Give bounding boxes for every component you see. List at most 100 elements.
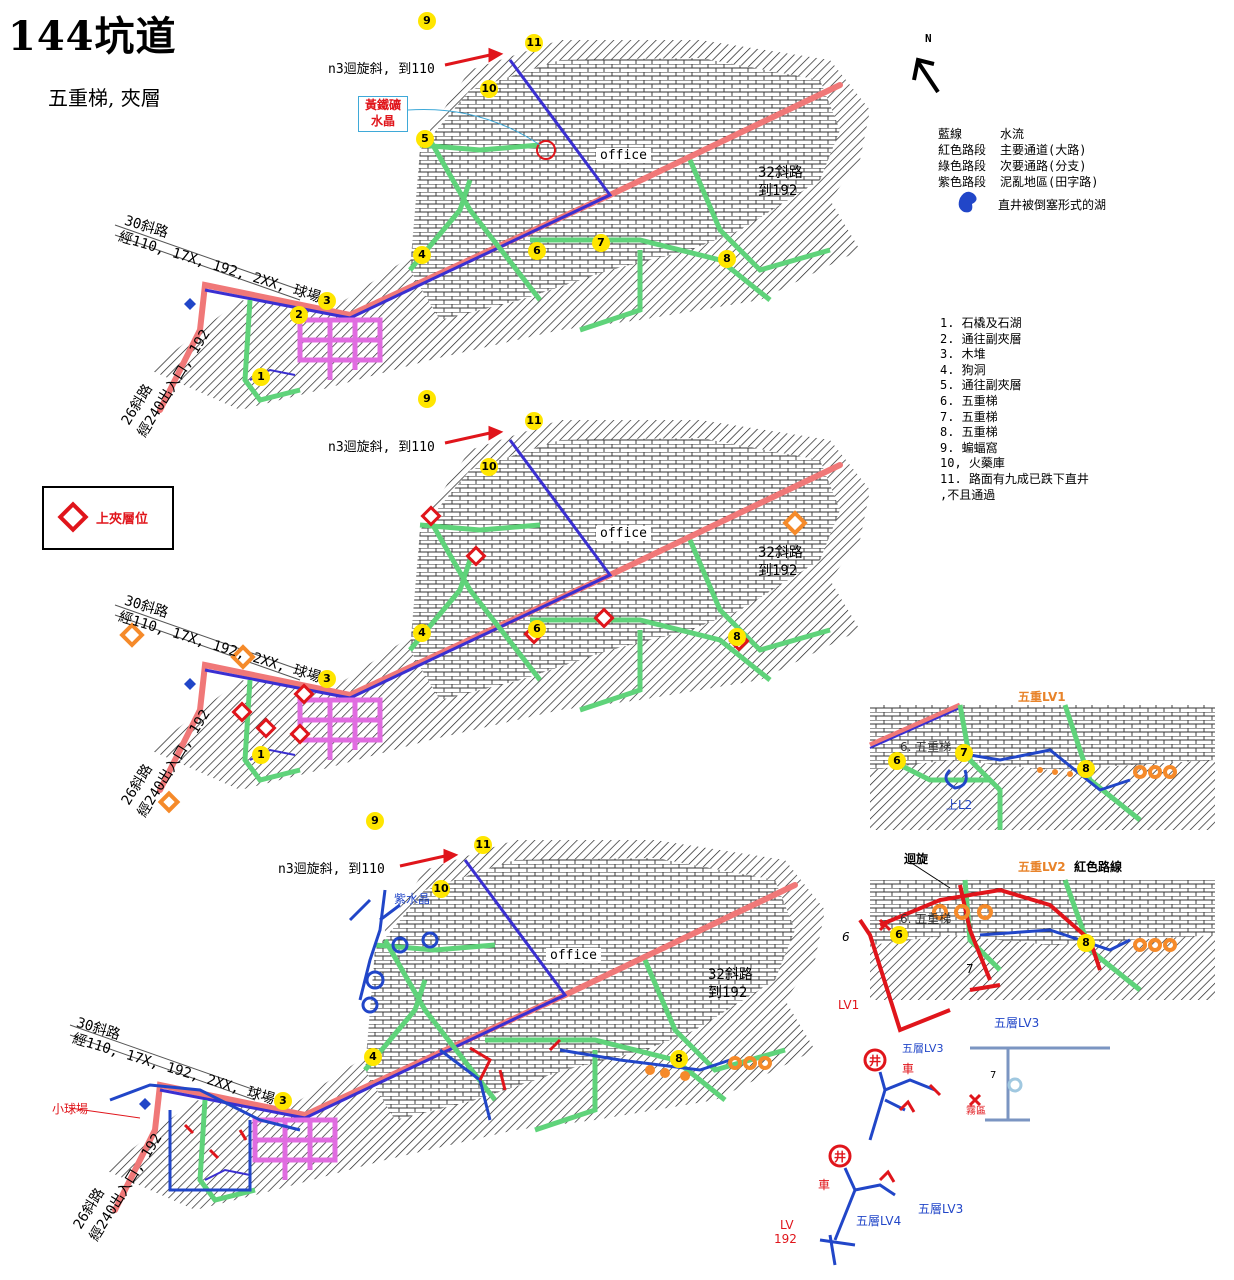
- point-4: 4: [413, 246, 431, 264]
- mezzanine-legend-label: 上夾層位: [96, 512, 149, 527]
- office-label: office: [596, 148, 651, 163]
- block3-orange-dots: [645, 1056, 772, 1081]
- n3-label: n3迴旋斜, 到110: [328, 62, 435, 77]
- spin-label: 迴旋: [904, 852, 929, 866]
- point-8-b3: 8: [670, 1050, 688, 1068]
- six-five-label-2: 6. 五重梯: [900, 912, 952, 926]
- point-9-b3: 9: [366, 812, 384, 830]
- well-a: 井: [869, 1054, 882, 1068]
- point-2: 2: [290, 306, 308, 324]
- lv2-title: 五重LV2: [1018, 860, 1066, 874]
- lv192-label-2: 192: [774, 1232, 797, 1246]
- route32-dest-2: 到192: [758, 563, 798, 579]
- note-5: 5. 通往副夾層: [940, 378, 1022, 393]
- note-10: 10, 火藥庫: [940, 456, 1005, 471]
- map-subtitle: 五重梯, 夾層: [48, 86, 161, 110]
- inset-lv2: [858, 879, 1215, 1033]
- point-6-b2: 6: [528, 620, 546, 638]
- mark-6: 6: [842, 930, 850, 944]
- key-main: 紅色路段主要通道(大路): [938, 143, 1087, 157]
- note-3: 3. 木堆: [940, 347, 986, 362]
- note-9: 9. 蝙蝠窩: [940, 440, 998, 455]
- five-lv3-b: 五層LV3: [902, 1042, 944, 1055]
- point-6-lv2: 6: [890, 926, 908, 944]
- key-mud: 紫色路段泥亂地區(田字路): [938, 175, 1099, 189]
- route32-label-3: 32斜路: [708, 967, 753, 983]
- lv2-red-route: 紅色路線: [1074, 860, 1123, 874]
- key-lake: 直井被倒塞形式的湖: [998, 198, 1107, 212]
- zone-label: 霧區: [966, 1106, 986, 1117]
- five-lv3-a: 五層LV3: [994, 1016, 1040, 1030]
- key-branch: 綠色路段次要通路(分支): [938, 159, 1087, 173]
- key-water: 藍線水流: [938, 127, 1025, 141]
- diamond-icon: [57, 501, 89, 533]
- route32-dest-3: 到192: [708, 985, 748, 1001]
- block3-red-marks: [183, 1038, 562, 1160]
- lv192-label-1: LV: [780, 1218, 794, 1232]
- point-10: 10: [480, 80, 498, 98]
- point-8-lv2: 8: [1077, 934, 1095, 952]
- point-7: 7: [592, 234, 610, 252]
- point-8: 8: [718, 250, 736, 268]
- orange-diamonds: [119, 510, 808, 814]
- lv3-lv4-sketch: [819, 918, 1110, 1266]
- hand-drawn-water: [109, 889, 731, 1192]
- five-lv4: 五層LV4: [856, 1214, 902, 1228]
- point-11-b2: 11: [525, 412, 543, 430]
- point-3-b2: 3: [318, 670, 336, 688]
- point-10-b3: 10: [432, 880, 450, 898]
- route32-dest: 到192: [758, 183, 798, 199]
- purple-crystal-label: 紫水晶: [394, 892, 431, 906]
- spin-pointer: [909, 861, 951, 889]
- north-label: N: [925, 32, 932, 45]
- point-9-b2: 9: [418, 390, 436, 408]
- inset-lv1: [868, 702, 1215, 830]
- point-10-b2: 10: [480, 458, 498, 476]
- car-a: 車: [902, 1062, 915, 1076]
- note-7: 7. 五重梯: [940, 409, 998, 424]
- office-label-3: office: [546, 948, 601, 963]
- point-9: 9: [418, 12, 436, 30]
- note-11: 11. 路面有九成已跌下直井: [940, 471, 1089, 486]
- route32-label: 32斜路: [758, 165, 803, 181]
- mezzanine-legend: 上夾層位: [42, 486, 174, 550]
- point-8-lv1: 8: [1077, 760, 1095, 778]
- n3-label-2: n3迴旋斜, 到110: [328, 440, 435, 455]
- point-1-b2: 1: [252, 746, 270, 764]
- note-2: 2. 通往副夾層: [940, 331, 1022, 346]
- point-8-b2: 8: [728, 628, 746, 646]
- point-11-b3: 11: [474, 836, 492, 854]
- lv1-title: 五重LV1: [1018, 690, 1066, 704]
- map-block-3: [70, 840, 825, 1210]
- well-b: 井: [834, 1150, 847, 1164]
- point-6-lv1: 6: [888, 752, 906, 770]
- point-4-b2: 4: [413, 624, 431, 642]
- north-arrow-icon: [912, 57, 940, 94]
- mark-7: 7: [966, 962, 974, 976]
- note-8: 8. 五重梯: [940, 425, 998, 440]
- lv1-label: LV1: [838, 998, 860, 1012]
- point-11: 11: [525, 34, 543, 52]
- six-five-label: 6. 五重梯: [900, 740, 952, 754]
- car-b: 車: [818, 1178, 831, 1192]
- office-label-2: office: [596, 526, 651, 541]
- crystal-box: 黃鐵礦 水晶: [358, 96, 408, 132]
- point-notes: 1. 石橇及石湖 2. 通往副夾層 3. 木堆 4. 狗洞 5. 通往副夾層 6…: [940, 316, 1089, 503]
- note-4: 4. 狗洞: [940, 362, 986, 377]
- point-3: 3: [318, 292, 336, 310]
- mark-7b: 7: [990, 1070, 997, 1081]
- point-1: 1: [252, 368, 270, 386]
- crystal-marker: [536, 140, 556, 160]
- point-7-lv1: 7: [955, 744, 973, 762]
- small-field-pointer: [69, 1107, 141, 1119]
- up-l2-label: 上L2: [946, 798, 973, 812]
- n3-arrow-icon: [399, 47, 504, 868]
- map-block-2: [115, 420, 870, 790]
- note-6: 6. 五重梯: [940, 393, 998, 408]
- point-5: 5: [416, 130, 434, 148]
- five-lv3-c: 五層LV3: [918, 1202, 964, 1216]
- route-key: 藍線水流 紅色路段主要通道(大路) 綠色路段次要通路(分支) 紫色路段泥亂地區(…: [938, 126, 1098, 190]
- point-6: 6: [528, 242, 546, 260]
- map-title: 144坑道: [8, 13, 177, 60]
